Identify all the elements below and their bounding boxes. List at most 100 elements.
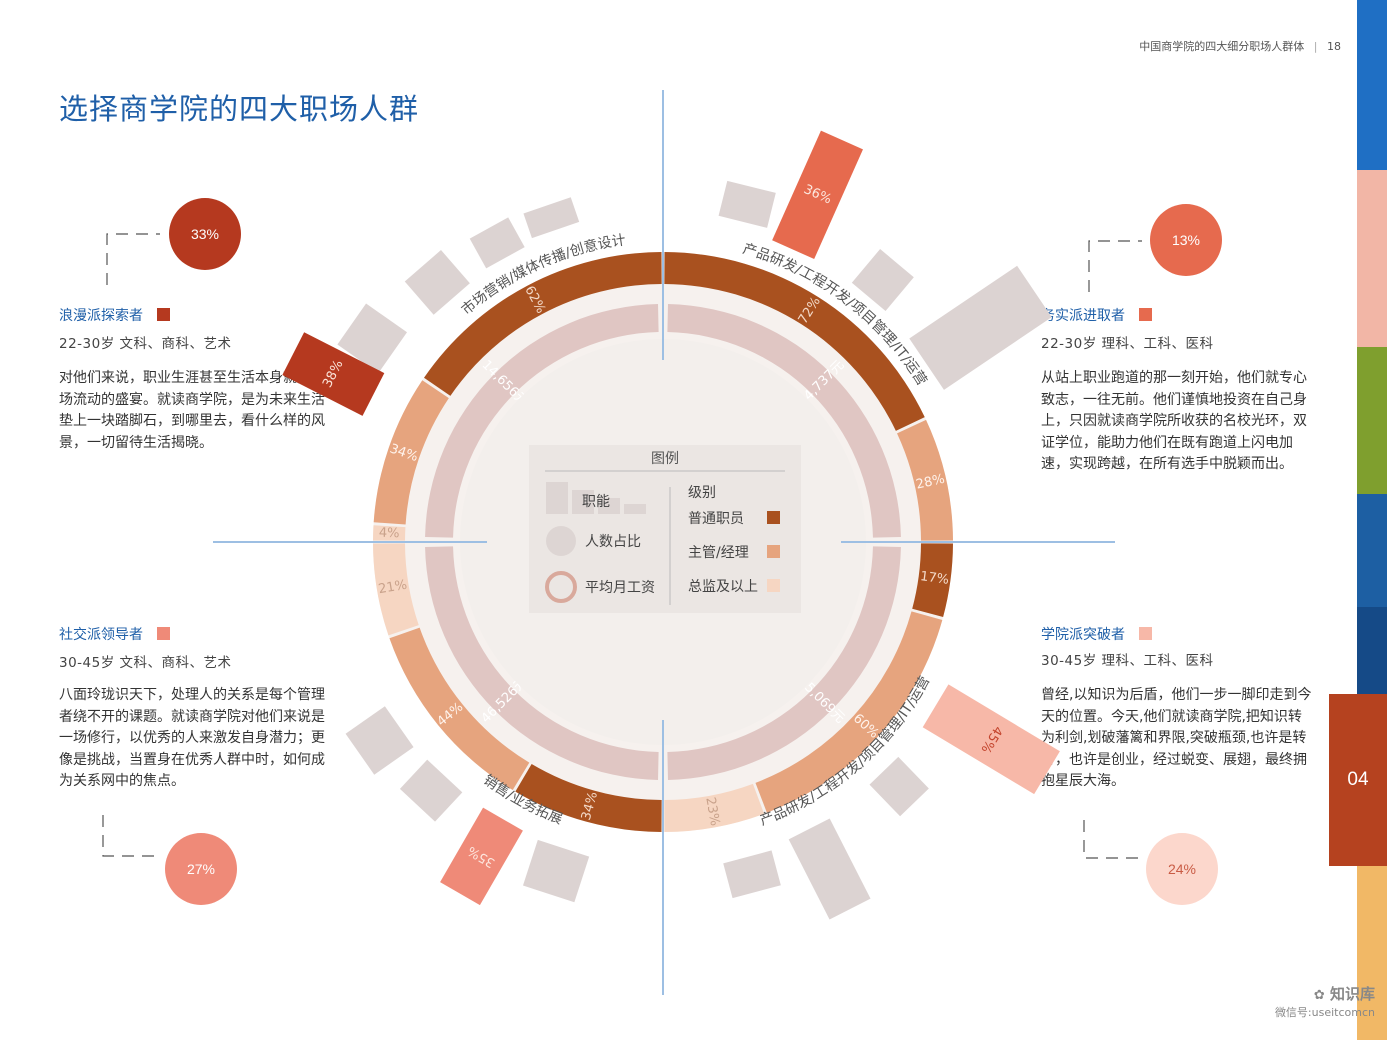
page-title: 选择商学院的四大职场人群 [59, 92, 420, 126]
segment-social-desc: 八面玲珑识天下，处理人的关系是每个管理者绕不开的课题。就读商学院对他们来说是一场… [59, 687, 325, 790]
connector-line [1083, 820, 1138, 859]
function-bar-rect [440, 807, 523, 906]
segment-pragmatic-swatch [1139, 308, 1152, 321]
legend-level-title: 级别 [688, 485, 716, 501]
page-number: 18 [1327, 40, 1341, 53]
sidebar-block [1357, 347, 1387, 494]
segment-academic-name-text: 学院派突破者 [1041, 627, 1125, 643]
function-bar [469, 217, 525, 269]
share-bubble-pragmatic: 13% [1150, 204, 1222, 276]
function-label: 产品研发/工程开发/项目管理/IT/运营 [758, 674, 934, 829]
function-bar-rect [337, 303, 408, 374]
function-bar-rect [718, 180, 776, 228]
function-bar [723, 850, 781, 899]
share-bubble-social: 27% [165, 833, 237, 905]
watermark-sub: 微信号:useitcomcn [1274, 1006, 1375, 1019]
segment-social-name: 社交派领导者 [59, 624, 170, 644]
legend-func-label: 职能 [582, 494, 610, 510]
legend-share-label: 人数占比 [585, 534, 641, 550]
level-label: 44% [434, 700, 466, 730]
text-guide [725, 645, 945, 836]
legend-salary-label: 平均月工资 [585, 580, 655, 596]
function-bar [523, 197, 580, 239]
watermark: ✿ 知识库 微信号:useitcomcn [1275, 983, 1375, 1020]
level-segment [373, 525, 406, 541]
function-label-path: 产品研发/工程开发/项目管理/IT/运营 [741, 241, 930, 388]
legend-func-bar [624, 504, 646, 514]
function-share-label: 35% [465, 843, 498, 870]
function-label-path: 销售/业务拓展 [480, 772, 564, 828]
segment-romantic-name: 浪漫派探索者 [59, 305, 170, 325]
sidebar-block [1357, 170, 1387, 347]
segment-academic-name: 学院派突破者 [1041, 624, 1152, 644]
sidebar-block [1357, 866, 1387, 1040]
function-bar [869, 756, 929, 817]
level-label: 60% [850, 711, 881, 742]
legend-level-label: 主管/经理 [688, 545, 749, 561]
salary-label: 14,737元 [795, 358, 847, 410]
function-bar-rect [922, 684, 1060, 795]
level-segment [897, 419, 953, 541]
function-bar-rect [909, 265, 1052, 390]
sidebar-block [1357, 0, 1387, 170]
legend-salary-swatch [545, 571, 577, 603]
segment-pragmatic-name: 务实派进取者 [1041, 305, 1152, 325]
function-bar [851, 249, 914, 312]
function-label-path: 市场营销/媒体传播/创意设计 [458, 232, 627, 318]
function-bar-rect [522, 839, 590, 903]
legend-func-bar [598, 498, 620, 514]
legend-level-label: 总监及以上 [688, 579, 758, 595]
level-label: 72% [796, 294, 824, 326]
legend-level-label: 普通职员 [688, 511, 744, 527]
level-label: 34% [579, 790, 601, 822]
salary-ring [425, 304, 659, 538]
share-bubble-academic: 24% [1146, 833, 1218, 905]
segment-pragmatic-desc: 从站上职业跑道的那一刻开始，他们就专心致志，一往无前。他们谨慎地投资在自己身上，… [1041, 370, 1307, 473]
legend-share-swatch [546, 526, 576, 556]
share-bubble-romantic: 33% [169, 198, 241, 270]
function-bar [788, 818, 871, 920]
function-bar-rect [723, 850, 781, 899]
segment-social-meta: 30-45岁 文科、商科、艺术 [59, 655, 232, 671]
level-label: 21% [377, 578, 408, 598]
function-bar [718, 180, 776, 228]
level-label: 28% [915, 472, 946, 493]
segment-social-name-text: 社交派领导者 [59, 627, 143, 643]
legend-level-swatch [767, 579, 780, 592]
function-bar-rect [523, 197, 580, 239]
function-label: 产品研发/工程开发/项目管理/IT/运营 [741, 241, 930, 388]
level-segment [389, 627, 530, 791]
level-segment [373, 543, 419, 636]
wechat-icon: ✿ [1313, 988, 1325, 1003]
sidebar-block [1357, 494, 1387, 607]
chapter-tab[interactable]: 04 [1329, 694, 1387, 866]
connector-line [1088, 240, 1142, 292]
function-bar [522, 839, 590, 903]
level-label: 4% [379, 526, 400, 542]
level-segment [912, 543, 953, 618]
level-segment [664, 252, 925, 431]
watermark-name: 知识库 [1329, 985, 1375, 1003]
salary-label: 25,069元 [795, 674, 847, 726]
inner-disc [460, 339, 866, 745]
function-bar [909, 265, 1052, 390]
salary-label: 46,526元 [479, 674, 531, 726]
function-bar-rect [345, 706, 414, 775]
level-label: 17% [919, 569, 950, 588]
function-bar-rect [772, 130, 863, 260]
level-segment [515, 764, 662, 832]
outer-disc [373, 252, 953, 832]
function-bar-rect [788, 818, 871, 920]
connector-line [102, 815, 158, 857]
function-bar: 45% [922, 684, 1060, 795]
salary-ring [667, 304, 901, 538]
segment-romantic-meta: 22-30岁 文科、商科、艺术 [59, 336, 232, 352]
salary-ring [667, 546, 901, 780]
segment-romantic-name-text: 浪漫派探索者 [59, 308, 143, 324]
segment-social-swatch [157, 627, 170, 640]
level-segment [424, 252, 662, 396]
header-text: 中国商学院的四大细分职场人群体 [1139, 40, 1305, 53]
legend-box [529, 445, 801, 613]
legend-level-swatch [767, 545, 780, 558]
function-label: 销售/业务拓展 [480, 772, 564, 828]
